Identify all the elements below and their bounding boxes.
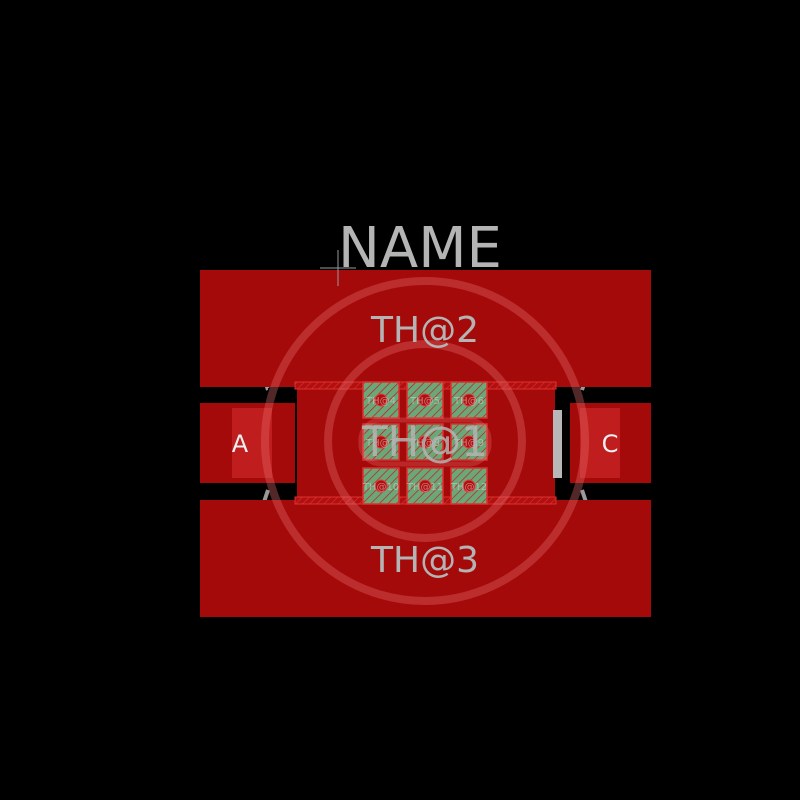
thermal-via[interactable]: TH@4 — [362, 381, 400, 419]
via-label: TH@12 — [450, 482, 487, 493]
via-drill-hole — [418, 393, 432, 407]
via-label: TH@8 — [409, 438, 440, 449]
via-label: TH@11 — [406, 482, 443, 493]
via-drill-hole — [418, 435, 432, 449]
via-label: TH@10 — [362, 482, 399, 493]
thermal-via[interactable]: TH@10 — [362, 467, 400, 505]
pad-th1-label: TH@1 — [361, 417, 488, 466]
via-label: TH@5 — [409, 396, 440, 407]
thermal-via[interactable]: TH@7 — [362, 423, 400, 461]
polarity-bar — [553, 410, 562, 478]
pad-c-inner — [580, 408, 620, 478]
thermal-via[interactable]: TH@11 — [406, 467, 444, 505]
pad-c-label: C — [602, 430, 619, 458]
via-label: TH@9 — [453, 438, 484, 449]
lens-outer-circle — [261, 277, 589, 605]
thermal-via[interactable]: TH@6 — [450, 381, 488, 419]
via-drill-hole — [462, 393, 476, 407]
pad-th3[interactable] — [200, 500, 651, 617]
pad-a-inner — [232, 408, 272, 478]
via-drill-hole — [374, 393, 388, 407]
pad-th2[interactable] — [200, 270, 651, 387]
silk-gap-left-top — [268, 388, 296, 402]
pad-th2-label: TH@2 — [370, 310, 479, 351]
name-label: NAME — [338, 216, 502, 281]
lens-inner-circle — [324, 340, 526, 542]
thermal-via[interactable]: TH@8 — [406, 423, 444, 461]
via-drill-hole — [462, 479, 476, 493]
via-grid: TH@4 TH@5 TH@6TH@7 TH@8 TH@9TH@10 TH@11 TH@12 — [362, 381, 488, 505]
pad-th3-label: TH@3 — [370, 540, 479, 581]
thermal-via[interactable]: TH@5 — [406, 381, 444, 419]
via-drill-hole — [418, 479, 432, 493]
via-label: TH@6 — [453, 396, 484, 407]
pad-a-label: A — [232, 430, 249, 458]
via-drill-hole — [462, 435, 476, 449]
thermal-via[interactable]: TH@9 — [450, 423, 488, 461]
origin-cross-icon — [320, 250, 356, 286]
thermal-via[interactable]: TH@12 — [450, 467, 488, 505]
via-drill-hole — [374, 479, 388, 493]
lens-center-box — [358, 417, 492, 467]
via-label: TH@4 — [365, 396, 396, 407]
via-drill-hole — [374, 435, 388, 449]
silk-gap-right-top — [556, 388, 580, 402]
via-label: TH@7 — [365, 438, 396, 449]
